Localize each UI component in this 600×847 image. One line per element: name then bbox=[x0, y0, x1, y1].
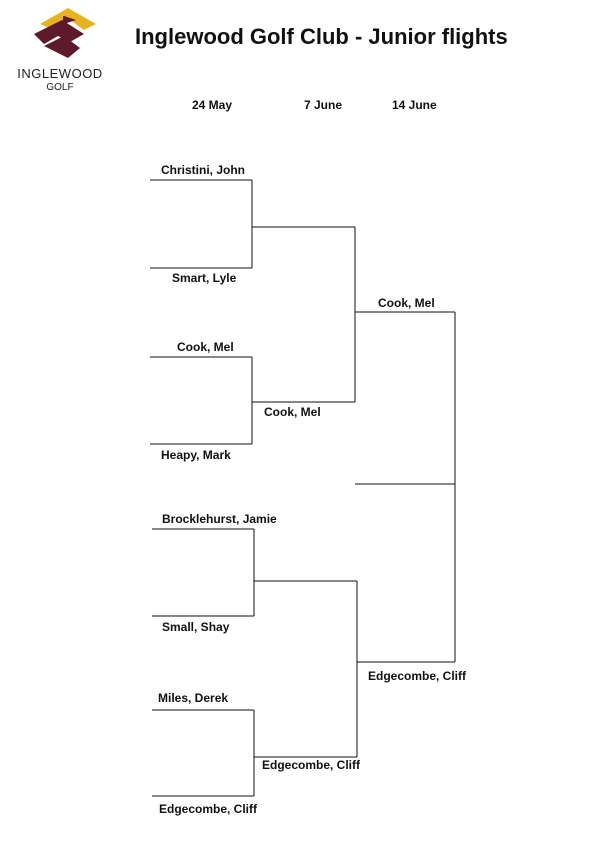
player-name: Small, Shay bbox=[162, 620, 230, 634]
player-name: Heapy, Mark bbox=[161, 448, 231, 462]
logo-text: INGLEWOOD bbox=[17, 66, 103, 81]
round-2-date: 7 June bbox=[304, 98, 343, 112]
page-title: Inglewood Golf Club - Junior flights bbox=[135, 24, 508, 49]
player-name: Brocklehurst, Jamie bbox=[162, 512, 277, 526]
round-1-date: 24 May bbox=[192, 98, 233, 112]
logo-subtext: GOLF bbox=[46, 82, 74, 93]
player-name: Miles, Derek bbox=[158, 691, 228, 705]
round-3-date: 14 June bbox=[392, 98, 437, 112]
round3-player: Edgecombe, Cliff bbox=[368, 669, 467, 683]
round2-winner: Cook, Mel bbox=[264, 405, 321, 419]
round3-player: Cook, Mel bbox=[378, 296, 435, 310]
logo-mark bbox=[34, 8, 96, 58]
club-logo: INGLEWOOD GOLF bbox=[12, 6, 112, 96]
round2-winner: Edgecombe, Cliff bbox=[262, 758, 361, 772]
player-name: Cook, Mel bbox=[177, 340, 234, 354]
player-name: Christini, John bbox=[161, 163, 245, 177]
player-name: Smart, Lyle bbox=[172, 271, 237, 285]
player-name: Edgecombe, Cliff bbox=[159, 802, 258, 816]
